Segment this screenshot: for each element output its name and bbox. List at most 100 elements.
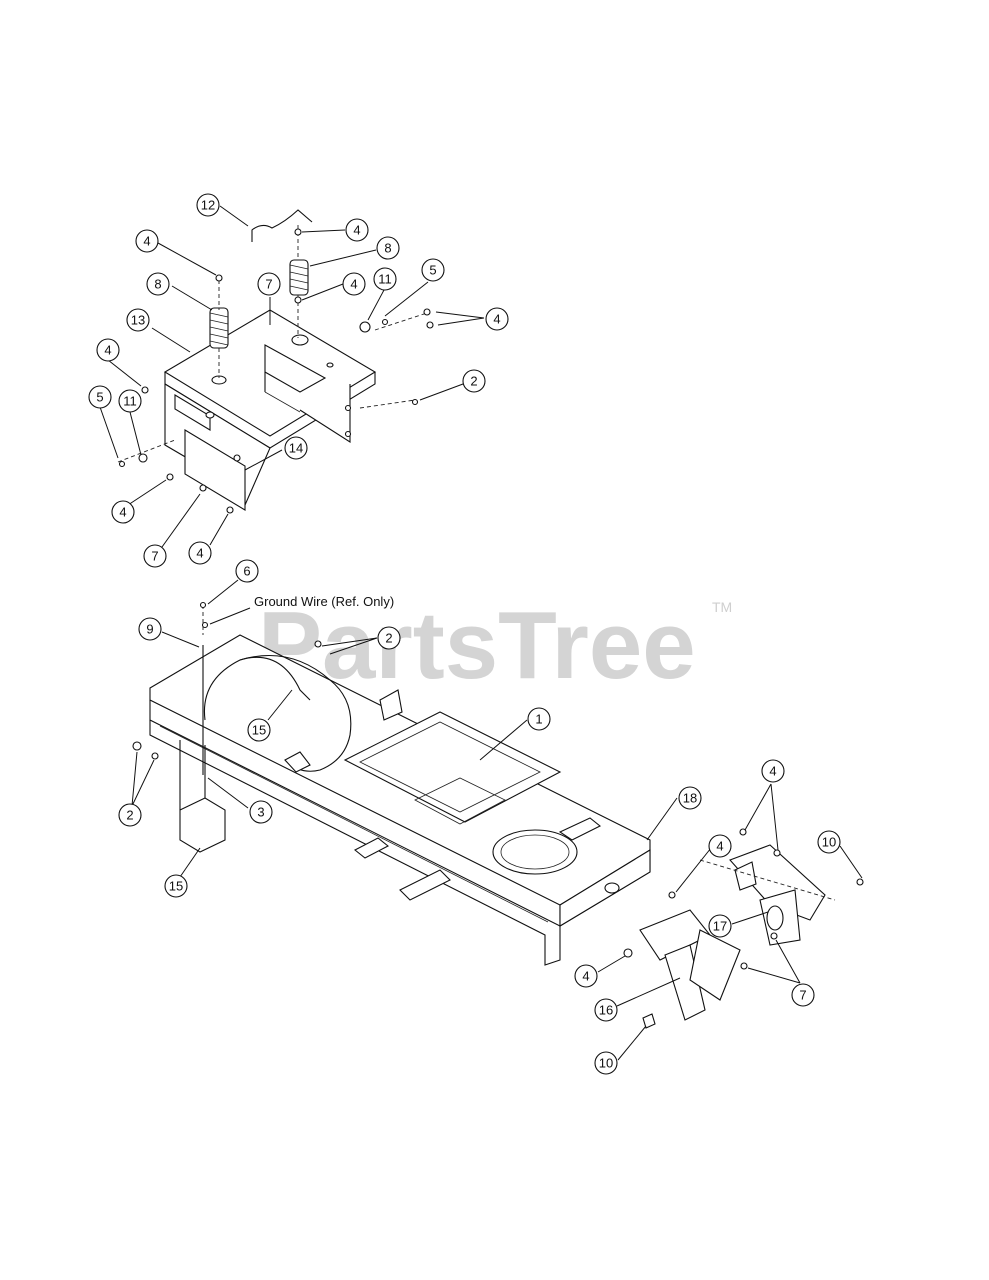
front-mount-legs: [179, 740, 206, 810]
svg-text:7: 7: [799, 988, 806, 1003]
hardware-screw: [314, 640, 322, 648]
callout-1: 1: [527, 707, 551, 731]
callout-2: 2: [462, 369, 486, 393]
callout-4: 4: [96, 338, 120, 362]
svg-text:18: 18: [683, 791, 697, 806]
callout-11: 11: [118, 389, 142, 413]
callout-4: 4: [111, 500, 135, 524]
callout-12: 12: [196, 193, 220, 217]
svg-text:10: 10: [822, 835, 836, 850]
svg-text:4: 4: [196, 546, 203, 561]
frame-bracket: [379, 689, 403, 721]
spring-left: [209, 307, 229, 349]
assembly-axis: [374, 311, 431, 331]
svg-text:11: 11: [378, 272, 392, 287]
callout-4: 4: [188, 541, 212, 565]
callout-15: 15: [164, 874, 188, 898]
frame-panel: [343, 711, 562, 823]
svg-text:7: 7: [151, 549, 158, 564]
svg-text:17: 17: [713, 919, 727, 934]
bracket-hole: [205, 411, 215, 419]
callout-9: 9: [138, 617, 162, 641]
callout-8: 8: [376, 236, 400, 260]
svg-text:2: 2: [385, 631, 392, 646]
svg-text:8: 8: [384, 241, 391, 256]
bracket-right-plate: [299, 384, 351, 444]
svg-text:15: 15: [169, 879, 183, 894]
svg-text:12: 12: [201, 198, 215, 213]
svg-text:3: 3: [257, 805, 264, 820]
callout-4: 4: [708, 834, 732, 858]
frame-panel-cutout: [414, 777, 506, 825]
callout-11: 11: [373, 267, 397, 291]
frame-bracket: [558, 817, 602, 841]
svg-text:16: 16: [599, 1003, 613, 1018]
svg-text:13: 13: [131, 313, 145, 328]
callout-7: 7: [791, 983, 815, 1007]
svg-text:2: 2: [126, 808, 133, 823]
callout-4: 4: [345, 218, 369, 242]
svg-text:4: 4: [119, 505, 126, 520]
frame-channel: [149, 720, 561, 966]
bracket-recess: [264, 344, 327, 393]
callout-8: 8: [146, 272, 170, 296]
ground-wire-note: Ground Wire (Ref. Only): [254, 594, 394, 609]
svg-text:14: 14: [289, 441, 303, 456]
svg-text:4: 4: [716, 839, 723, 854]
bracket-hole: [344, 404, 352, 412]
callout-3: 3: [249, 800, 273, 824]
svg-text:4: 4: [350, 277, 357, 292]
svg-text:4: 4: [769, 764, 776, 779]
callout-4: 4: [761, 759, 785, 783]
hardware-screw: [199, 601, 207, 609]
svg-text:15: 15: [252, 723, 266, 738]
callout-4: 4: [135, 229, 159, 253]
callout-4: 4: [485, 307, 509, 331]
svg-text:4: 4: [353, 223, 360, 238]
spring-right: [289, 259, 309, 296]
hardware-screw: [151, 752, 159, 760]
callout-4: 4: [574, 964, 598, 988]
hardware-screw: [132, 741, 142, 751]
upper-bracket-assembly: [163, 309, 377, 511]
callout-17: 17: [708, 914, 732, 938]
svg-text:4: 4: [582, 969, 589, 984]
callout-2: 2: [118, 803, 142, 827]
callout-16: 16: [594, 998, 618, 1022]
wire-connector: [284, 751, 311, 773]
front-mount: [179, 797, 226, 853]
frame-pedal-hole: [492, 829, 578, 875]
frame-rear-hole: [604, 882, 620, 894]
frame-rail-line: [159, 725, 549, 923]
wire-harness: [203, 654, 352, 772]
svg-text:4: 4: [493, 312, 500, 327]
callout-15: 15: [247, 718, 271, 742]
svg-text:6: 6: [243, 564, 250, 579]
bracket-slot: [174, 394, 211, 431]
svg-text:10: 10: [599, 1056, 613, 1071]
svg-text:4: 4: [143, 234, 150, 249]
svg-text:9: 9: [146, 622, 153, 637]
svg-text:8: 8: [154, 277, 161, 292]
callout-10: 10: [594, 1051, 618, 1075]
callout-5: 5: [88, 385, 112, 409]
callout-14: 14: [284, 436, 308, 460]
hardware-upper: [118, 228, 434, 514]
main-frame: [149, 634, 651, 966]
svg-text:11: 11: [123, 394, 137, 409]
bracket-hole: [344, 430, 352, 438]
steering-linkage: [623, 828, 864, 1029]
watermark-trademark: TM: [712, 599, 732, 615]
svg-text:5: 5: [429, 263, 436, 278]
wire-harness-branch: [239, 656, 311, 701]
assembly-axis: [117, 439, 176, 463]
frame-bracket: [399, 869, 451, 901]
callout-2: 2: [377, 626, 401, 650]
callout-10: 10: [817, 830, 841, 854]
bracket-hole: [233, 454, 241, 462]
callout-5: 5: [421, 258, 445, 282]
bracket-front-plate: [184, 429, 246, 511]
callout-4: 4: [342, 272, 366, 296]
callout-18: 18: [678, 786, 702, 810]
